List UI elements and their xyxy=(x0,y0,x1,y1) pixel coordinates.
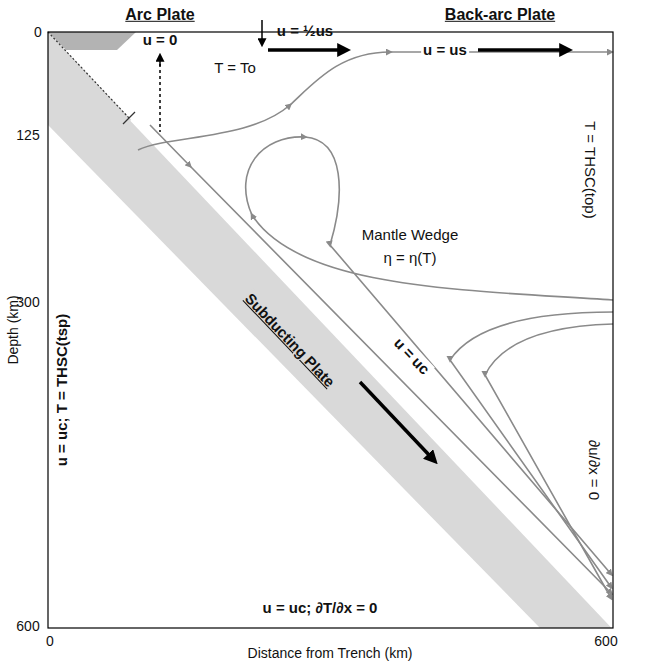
boundary-condition: u = uc; T = THSC(tsp) xyxy=(53,312,70,469)
arc-velocity-arrow xyxy=(159,60,161,66)
axis-tick: 0 xyxy=(32,24,44,40)
axis-tick: 125 xyxy=(14,127,41,143)
forearc-crust xyxy=(48,32,136,50)
axis-tick: 0 xyxy=(44,633,56,649)
decoupling-tick xyxy=(123,112,135,124)
boundary-condition: u = ½us xyxy=(275,22,335,39)
boundary-condition: ∂u/∂x = 0 xyxy=(585,438,602,502)
slab-surface xyxy=(131,120,613,628)
boundary-condition: u = uc xyxy=(389,333,434,380)
decoupled-interface xyxy=(48,32,129,118)
boundary-condition: u = us xyxy=(421,41,469,58)
boundary-condition: T = To xyxy=(212,59,258,76)
viscosity-law: η = η(T) xyxy=(382,249,439,266)
arc-plate-boundary xyxy=(159,58,161,132)
streamline xyxy=(485,324,613,598)
streamline xyxy=(450,312,613,587)
axis-title: Distance from Trench (km) xyxy=(246,645,415,661)
region-name: Mantle Wedge xyxy=(360,226,460,243)
axis-tick: 600 xyxy=(592,633,619,649)
boundary-condition: T = THSC(top) xyxy=(581,119,598,220)
boundary-condition: u = 0 xyxy=(141,31,180,48)
streamline xyxy=(150,125,611,593)
plate-name: Back-arc Plate xyxy=(443,6,557,24)
slab-velocity-arrow xyxy=(360,382,430,456)
streamline xyxy=(138,52,611,150)
model-frame xyxy=(48,32,613,628)
streamlines xyxy=(138,52,613,598)
plate-name: Arc Plate xyxy=(123,6,196,24)
boundary-condition: u = uc; ∂T/∂x = 0 xyxy=(261,599,380,616)
axis-title: Depth (km) xyxy=(5,293,21,366)
axis-tick: 600 xyxy=(14,618,41,634)
backarc-velocity-arrow xyxy=(478,48,562,52)
half-velocity-arrow xyxy=(268,48,340,52)
boundary-marker-arrow xyxy=(261,20,263,40)
subducting-slab xyxy=(48,32,613,628)
